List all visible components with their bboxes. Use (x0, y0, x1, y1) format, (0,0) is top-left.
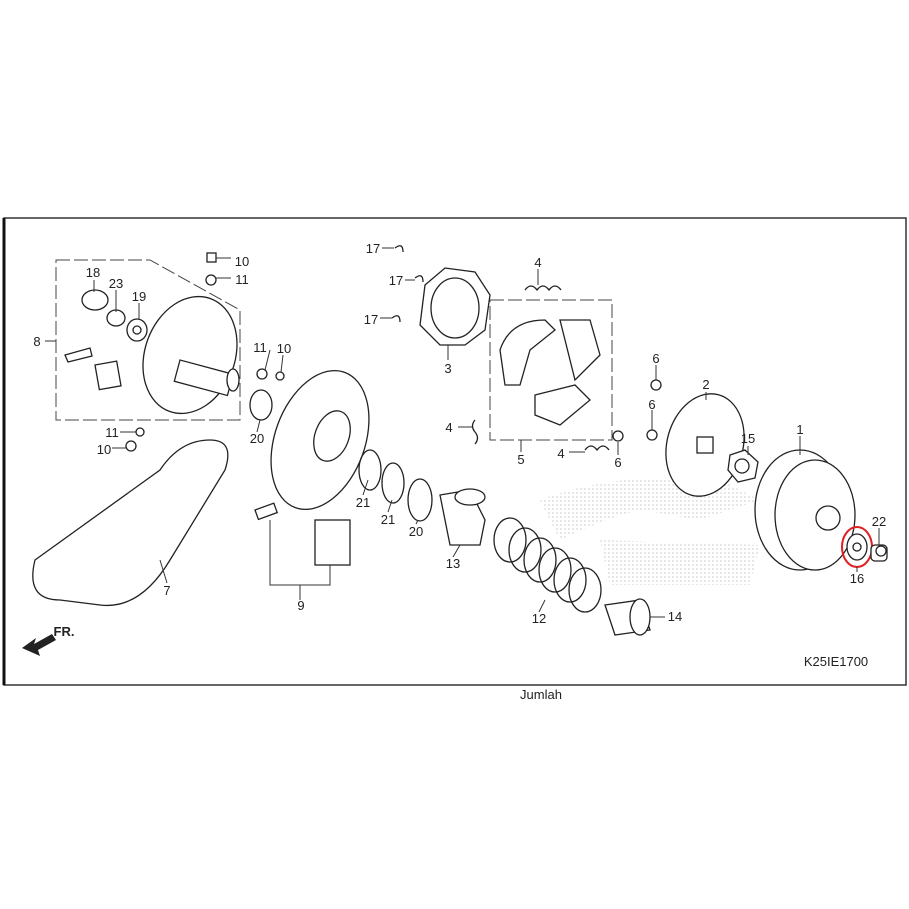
callout: 10 (277, 341, 291, 356)
leader-lines (93, 247, 880, 618)
callout: 4 (534, 255, 541, 270)
drive-belt (32, 427, 229, 607)
front-direction-arrow: FR. (22, 624, 74, 656)
callout: 13 (446, 556, 460, 571)
callout: 17 (389, 273, 403, 288)
callout: 5 (517, 452, 524, 467)
rings (358, 449, 486, 546)
callout: 10 (235, 254, 249, 269)
callout: 7 (163, 583, 170, 598)
callout: 18 (86, 265, 100, 280)
clutch-outer-1 (754, 449, 856, 571)
callout: 14 (668, 609, 682, 624)
callout: 12 (532, 611, 546, 626)
callout: 21 (381, 512, 395, 527)
callout: 20 (409, 524, 423, 539)
diagram-code: K25IE1700 (804, 654, 868, 669)
callout: 11 (105, 425, 119, 440)
group-8-outline (45, 259, 241, 421)
callout: 10 (97, 442, 111, 457)
spring-12 (493, 517, 602, 613)
callout: 23 (109, 276, 123, 291)
callout: 4 (445, 420, 452, 435)
callout: 19 (132, 289, 146, 304)
callout: 2 (702, 377, 709, 392)
callout: 8 (33, 334, 40, 349)
callout: 6 (614, 455, 621, 470)
collar-14 (604, 598, 651, 636)
callout: 6 (648, 397, 655, 412)
drive-face (64, 252, 240, 415)
callout-highlighted: 16 (850, 571, 864, 586)
callout: 3 (444, 361, 451, 376)
callout: 20 (250, 431, 264, 446)
callout: 4 (557, 446, 564, 461)
callout: 21 (356, 495, 370, 510)
callout: 6 (652, 351, 659, 366)
callout: 15 (741, 431, 755, 446)
callout: 1 (796, 422, 803, 437)
callout-labels: 17 17 17 10 11 18 23 19 8 11 10 4 4 4 3 … (33, 241, 886, 626)
callout: 11 (235, 272, 249, 287)
clutch-plate-3 (391, 245, 491, 346)
callout: 22 (872, 514, 886, 529)
driven-face (249, 368, 370, 600)
clutch-shoes-5 (471, 285, 613, 452)
callout: 9 (297, 598, 304, 613)
nut-22 (870, 544, 888, 562)
footer-text: Jumlah (520, 687, 562, 702)
callout: 17 (366, 241, 380, 256)
callout: 17 (364, 312, 378, 327)
fr-label: FR. (54, 624, 75, 639)
callout: 11 (253, 340, 267, 355)
